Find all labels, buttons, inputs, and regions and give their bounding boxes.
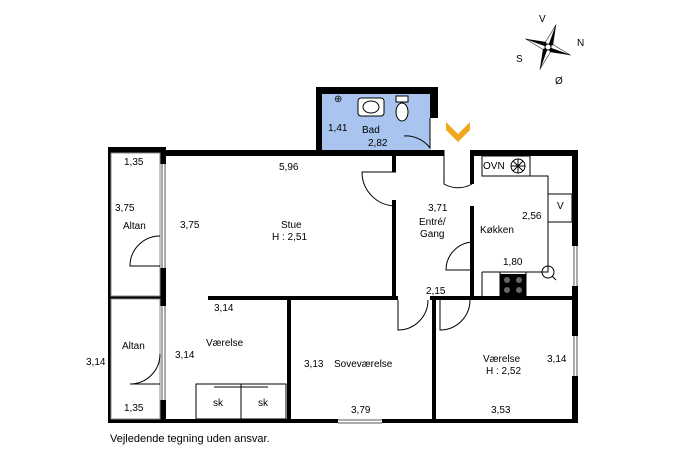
entre-label-2: Gang	[420, 229, 444, 240]
koekken-label: Køkken	[480, 225, 514, 236]
compass-label-s: S	[516, 54, 523, 65]
koekken-dim1: 2,56	[522, 211, 542, 222]
entre-label-1: Entré/	[419, 217, 446, 228]
koekken-v: V	[557, 201, 564, 212]
koekken-dim2: 1,80	[503, 257, 523, 268]
hood-blades	[511, 159, 525, 173]
compass-label-n: N	[577, 38, 584, 49]
entrance-marker-icon	[446, 122, 470, 142]
toilet-icon	[395, 95, 409, 103]
compass-label-e: Ø	[555, 76, 563, 87]
vaerelse-right-height: H : 2,52	[486, 366, 521, 377]
vaerelse-left-dim-side: 3,14	[175, 350, 195, 361]
entre-dim-bottom: 2,15	[426, 286, 446, 297]
kitchen-sink-icon	[541, 265, 555, 279]
stue-dim-side: 3,75	[180, 220, 200, 231]
stue-height: H : 2,51	[272, 232, 307, 243]
disclaimer-caption: Vejledende tegning uden ansvar.	[110, 433, 270, 445]
entre-dim-side: 3,71	[428, 203, 448, 214]
compass-label-v: V	[539, 14, 546, 25]
stove-icon	[500, 274, 526, 296]
sove-dim-bottom: 3,79	[351, 405, 371, 416]
altan-bottom-dim-bottom: 1,35	[124, 403, 144, 414]
altan-bottom-label: Altan	[122, 341, 145, 352]
sove-label: Soveværelse	[334, 359, 393, 370]
vaerelse-right-dim-side: 3,14	[547, 354, 567, 365]
altan-bottom-dim-side: 3,14	[86, 357, 106, 368]
bathroom-fixtures	[357, 95, 409, 122]
balcony-outlines	[110, 152, 161, 420]
windows	[161, 150, 578, 424]
closets	[195, 383, 287, 420]
closet-1-label: sk	[213, 398, 224, 409]
stue-label: Stue	[281, 220, 302, 231]
stue-dim-top: 5,96	[279, 162, 299, 173]
door-swings	[129, 118, 475, 385]
bath-fixture-mark: ⊕	[334, 94, 342, 105]
vaerelse-right-label: Værelse	[483, 354, 521, 365]
compass-rose-icon	[525, 24, 571, 70]
vaerelse-left-dim-top: 3,14	[214, 303, 234, 314]
sove-dim-side: 3,13	[304, 359, 324, 370]
closet-2-label: sk	[258, 398, 269, 409]
vaerelse-right-dim-bottom: 3,53	[491, 405, 511, 416]
altan-top-dim-top: 1,35	[124, 157, 144, 168]
vaerelse-left-label: Værelse	[206, 338, 244, 349]
altan-top-dim-side: 3,75	[115, 203, 135, 214]
bad-dim2: 2,82	[368, 138, 388, 149]
bad-dim1: 1,41	[328, 123, 348, 134]
walls	[108, 87, 578, 423]
koekken-ovn: OVN	[483, 161, 505, 172]
altan-top-label: Altan	[123, 221, 146, 232]
bad-label: Bad	[362, 125, 380, 136]
